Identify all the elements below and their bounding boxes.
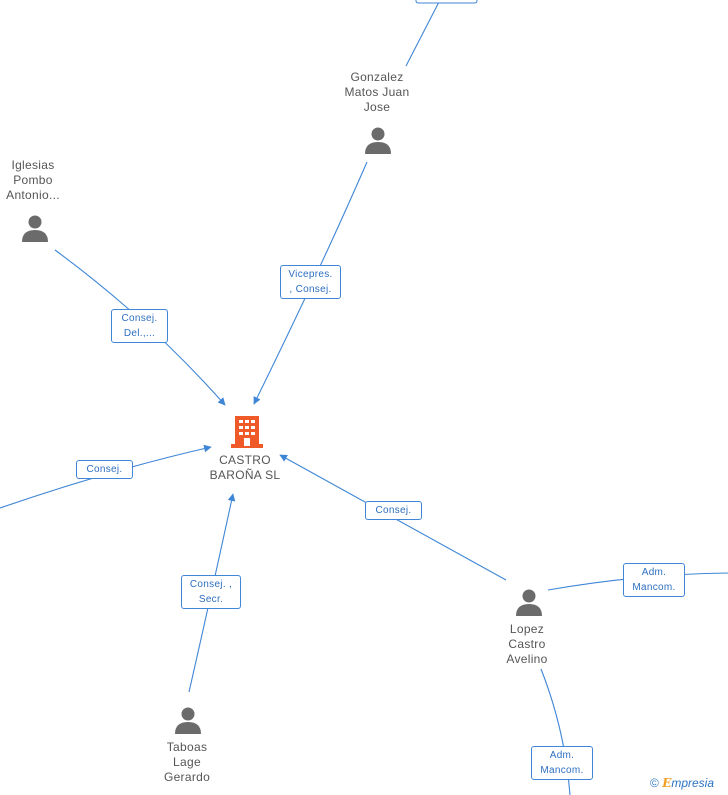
company-name[interactable]: CASTRO BAROÑA SL	[209, 453, 281, 482]
edge-top-offscreen-gonzalez	[405, 0, 441, 67]
brand-watermark: © Empresia	[650, 776, 714, 790]
role-box-lopez-right[interactable]: Adm. Mancom.	[623, 563, 685, 597]
person-icon[interactable]	[174, 706, 202, 734]
person-name-iglesias[interactable]: Iglesias Pombo Antonio...	[6, 158, 60, 202]
brand-name: mpresia	[671, 776, 715, 790]
role-box-taboas[interactable]: Consej. , Secr.	[181, 575, 241, 609]
person-name-lopez[interactable]: Lopez Castro Avelino	[506, 622, 548, 666]
person-name-taboas[interactable]: Taboas Lage Gerardo	[163, 740, 211, 784]
copyright-icon: ©	[650, 776, 659, 790]
offscreen-role-box-fragment	[415, 0, 478, 4]
edge-lopez-bottom-offscreen	[540, 668, 571, 795]
person-icon[interactable]	[515, 588, 543, 616]
role-box-lopez-bottom[interactable]: Adm. Mancom.	[531, 746, 593, 780]
person-name-gonzalez[interactable]: Gonzalez Matos Juan Jose	[344, 70, 410, 114]
person-icon[interactable]	[364, 126, 392, 154]
role-box-offscreen-left[interactable]: Consej.	[76, 460, 133, 479]
role-box-iglesias[interactable]: Consej. Del.,...	[111, 309, 168, 343]
person-icon[interactable]	[21, 214, 49, 242]
role-box-gonzalez[interactable]: Vicepres. , Consej.	[280, 265, 341, 299]
role-box-lopez[interactable]: Consej.	[365, 501, 422, 520]
building-icon[interactable]	[231, 414, 263, 448]
brand-initial: E	[662, 776, 672, 790]
